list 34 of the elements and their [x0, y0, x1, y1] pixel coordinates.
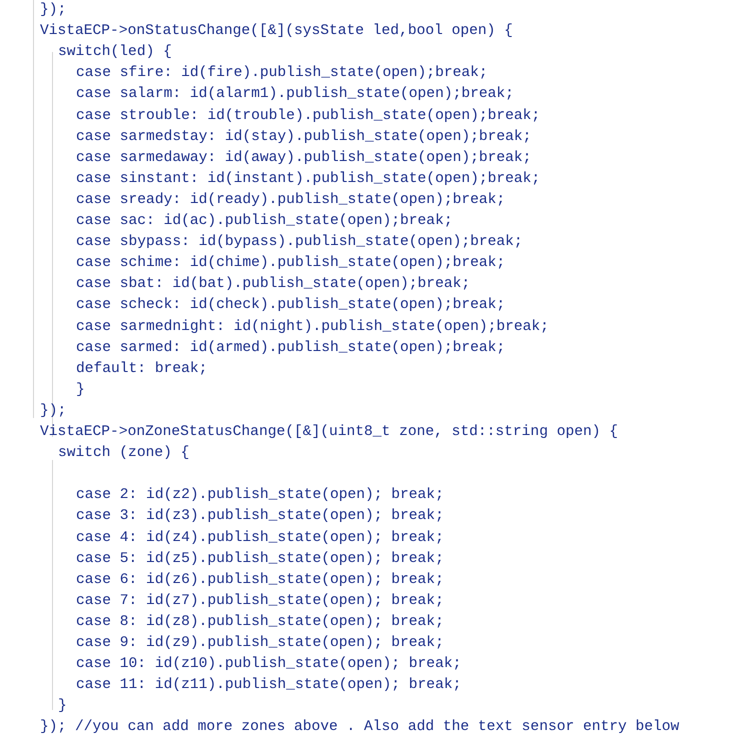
- code-line: }: [58, 697, 67, 716]
- code-line: case sready: id(ready).publish_state(open);break;: [76, 190, 506, 209]
- code-line: case 9: id(z9).publish_state(open); break;: [76, 634, 444, 652]
- code-line: case sarmedaway: id(away).publish_state(open);break;: [76, 148, 532, 167]
- code-line: VistaECP->onStatusChange([&](sysState led,bool open) {: [40, 22, 513, 40]
- code-line: switch(led) {: [58, 43, 172, 62]
- code-line: case 2: id(z2).publish_state(open); break;: [76, 486, 444, 504]
- code-line: case schime: id(chime).publish_state(open);break;: [76, 254, 506, 272]
- code-line: }); //you can add more zones above . Also add the text sensor entry below: [40, 718, 680, 736]
- code-line: case sarmedstay: id(stay).publish_state(open);break;: [76, 128, 532, 146]
- code-line: case 3: id(z3).publish_state(open); break;: [76, 507, 444, 526]
- code-line: case 10: id(z10).publish_state(open); break;: [76, 655, 462, 674]
- code-line: case 11: id(z11).publish_state(open); break;: [76, 676, 462, 694]
- code-line: });: [40, 402, 66, 420]
- code-line: case salarm: id(alarm1).publish_state(open);break;: [76, 85, 514, 104]
- code-line: case sbat: id(bat).publish_state(open);break;: [76, 275, 470, 294]
- code-line: case sarmed: id(armed).publish_state(open);break;: [76, 338, 506, 357]
- code-line: case sinstant: id(instant).publish_state(open);break;: [76, 170, 540, 188]
- code-line: case scheck: id(check).publish_state(open);break;: [76, 296, 506, 314]
- code-line: default: break;: [76, 360, 208, 378]
- code-line: case 8: id(z8).publish_state(open); break;: [76, 612, 444, 631]
- code-line: case 4: id(z4).publish_state(open); break;: [76, 528, 444, 546]
- code-line: case 5: id(z5).publish_state(open); break;: [76, 550, 444, 568]
- code-line: case sac: id(ac).publish_state(open);break;: [76, 212, 453, 230]
- code-line: switch (zone) {: [58, 444, 190, 462]
- code-line: });: [40, 1, 66, 19]
- code-line: case sarmednight: id(night).publish_state(open);break;: [76, 318, 549, 336]
- code-line: case sfire: id(fire).publish_state(open);break;: [76, 64, 488, 82]
- code-line: case strouble: id(trouble).publish_state(open);break;: [76, 106, 540, 124]
- code-line: VistaECP->onZoneStatusChange([&](uint8_t zone, std::string open) {: [40, 423, 618, 441]
- code-line: case 7: id(z7).publish_state(open); break;: [76, 592, 444, 610]
- code-line: case 6: id(z6).publish_state(open); break;: [76, 570, 444, 589]
- code-line: case sbypass: id(bypass).publish_state(open);break;: [76, 233, 523, 252]
- code-line: }: [76, 380, 85, 399]
